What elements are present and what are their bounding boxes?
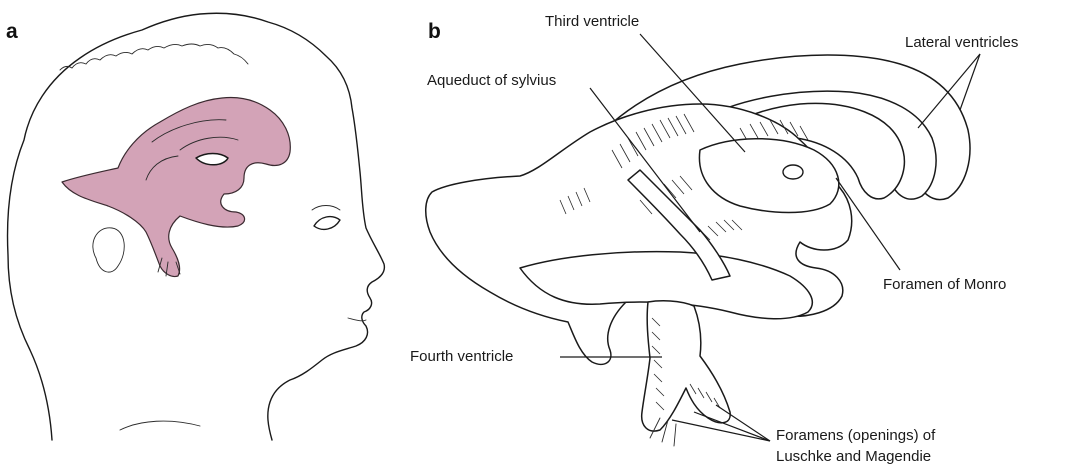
foramen-of-monro-opening [783,165,803,179]
child-eye [314,217,340,230]
label-third-ventricle: Third ventricle [545,13,639,30]
label-lateral-ventricles: Lateral ventricles [905,34,1018,51]
label-foramens-line2: Luschke and Magendie [776,448,931,465]
hair-fringe [60,44,248,70]
child-ear [93,228,124,272]
panel-b-letter: b [428,20,441,43]
panel-b: b [410,13,1018,465]
label-fourth-ventricle: Fourth ventricle [410,348,513,365]
fourth-ventricle [642,301,731,431]
panel-a-letter: a [6,20,18,43]
child-neck [120,421,200,430]
child-head-outline [8,13,385,440]
label-aqueduct-of-sylvius: Aqueduct of sylvius [427,72,556,89]
ventricle-system-small [62,98,290,277]
panel-a: a [6,13,384,440]
label-foramen-of-monro: Foramen of Monro [883,276,1006,293]
ventricle-system-large [426,55,970,446]
child-eyebrow [312,206,340,211]
label-foramens-line1: Foramens (openings) of [776,427,936,444]
child-mouth [348,318,366,321]
leader-lateral-ventricles-2 [960,54,980,110]
